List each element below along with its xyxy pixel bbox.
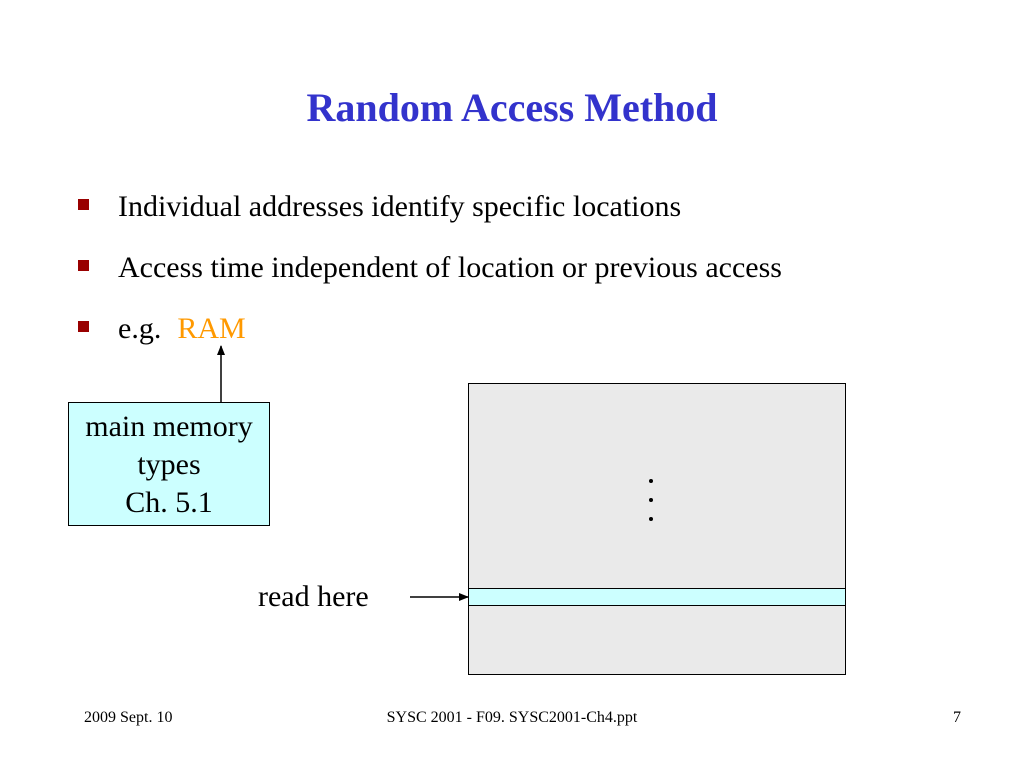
memory-block <box>468 383 846 675</box>
bullet-text: Individual addresses identify specific l… <box>118 190 682 223</box>
ellipsis-dot <box>649 498 653 502</box>
square-bullet-icon <box>78 260 89 271</box>
callout-box: main memory types Ch. 5.1 <box>68 402 270 526</box>
ellipsis-dot <box>649 517 653 521</box>
ram-highlight: RAM <box>177 312 246 345</box>
memory-location-highlighted <box>469 588 845 606</box>
callout-line: Ch. 5.1 <box>125 486 213 519</box>
footer-date: 2009 Sept. 10 <box>84 709 173 726</box>
example-prefix: e.g. <box>118 312 162 345</box>
square-bullet-icon <box>78 321 89 332</box>
ellipsis-dot <box>649 479 653 483</box>
callout-line: main memory <box>85 410 253 443</box>
callout-line: types <box>137 448 201 481</box>
read-here-label: read here <box>258 580 369 613</box>
slide-title: Random Access Method <box>306 85 718 130</box>
footer-filename: SYSC 2001 - F09. SYSC2001-Ch4.ppt <box>386 709 638 726</box>
bullet-text: Access time independent of location or p… <box>118 251 782 284</box>
bullet-text-example: e.g. RAM <box>118 308 246 350</box>
page-number: 7 <box>953 709 961 726</box>
square-bullet-icon <box>78 199 89 210</box>
